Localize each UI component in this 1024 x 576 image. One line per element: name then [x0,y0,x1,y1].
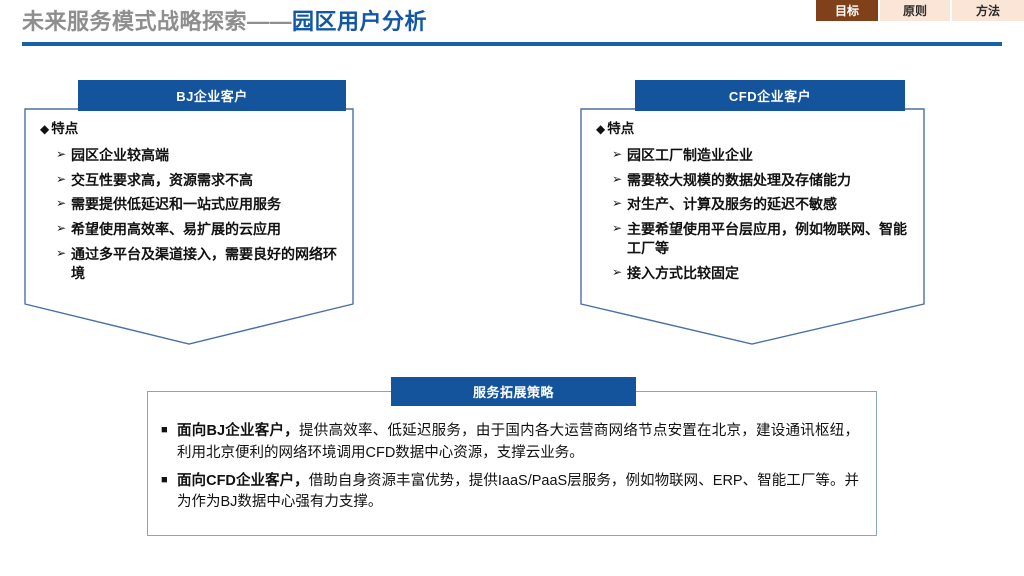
tab-goal[interactable]: 目标 [816,0,880,21]
list-item-lead: 面向CFD企业客户， [177,472,309,489]
list-item-body: 借助自身资源丰富优势，提供IaaS/PaaS层服务，例如物联网、ERP、智能工厂… [177,472,859,511]
panel-cfd-section-head: ◆特点 [596,121,915,137]
panel-cfd-banner: CFD企业客户 [635,80,905,111]
panel-cfd-customer: CFD企业客户 ◆特点 ➢ 园区工厂制造业企业 ➢ 需要较大规模的数据处理及存储能力… [580,80,925,345]
list-item-label: 接入方式比较固定 [627,264,739,281]
list-item-label: 园区企业较高端 [71,146,169,163]
list-item: ➢ 通过多平台及渠道接入，需要良好的网络环境 [56,245,344,283]
strategy-banner: 服务拓展策略 [391,377,636,406]
panel-cfd-content: ◆特点 ➢ 园区工厂制造业企业 ➢ 需要较大规模的数据处理及存储能力 ➢ 对生产、计算… [580,108,925,288]
panel-bj-customer: BJ企业客户 ◆特点 ➢ 园区企业较高端 ➢ 交互性要求高，资源需求不高 ➢ 需要提供… [24,80,354,345]
strategy-section: 服务拓展策略 ■ 面向BJ企业客户，提供高效率、低延迟服务，由于国内各大运营商网络… [147,377,877,537]
tab-principle[interactable]: 原则 [880,0,952,21]
list-item-label: 对生产、计算及服务的延迟不敏感 [627,196,837,213]
list-item-label: 通过多平台及渠道接入，需要良好的网络环境 [71,245,337,281]
list-item-lead: 面向BJ企业客户， [177,423,299,439]
square-bullet-icon: ■ [161,424,168,436]
list-item: ➢ 对生产、计算及服务的延迟不敏感 [612,195,915,214]
tab-method[interactable]: 方法 [952,0,1024,21]
diamond-icon: ◆ [40,122,50,136]
strategy-bullet-list: ■ 面向BJ企业客户，提供高效率、低延迟服务，由于国内各大运营商网络节点安置在北京… [147,421,877,520]
title-divider-rule [22,42,1002,46]
panel-bj-bullet-list: ➢ 园区企业较高端 ➢ 交互性要求高，资源需求不高 ➢ 需要提供低延迟和一站式应用服务… [40,146,344,283]
page-title-highlight: 园区用户分析 [292,9,428,34]
panel-cfd-bullet-list: ➢ 园区工厂制造业企业 ➢ 需要较大规模的数据处理及存储能力 ➢ 对生产、计算及服务的… [596,146,915,283]
list-item: ➢ 需要较大规模的数据处理及存储能力 [612,171,915,190]
arrow-bullet-icon: ➢ [56,221,67,236]
arrow-bullet-icon: ➢ [56,245,67,260]
list-item: ➢ 主要希望使用平台层应用，例如物联网、智能工厂等 [612,220,915,258]
panel-bj-section-head-label: 特点 [51,121,79,136]
list-item-body: 提供高效率、低延迟服务，由于国内各大运营商网络节点安置在北京，建设通讯枢纽，利用… [177,423,859,461]
panel-bj-content: ◆特点 ➢ 园区企业较高端 ➢ 交互性要求高，资源需求不高 ➢ 需要提供低延迟和一站式… [24,108,354,288]
list-item: ➢ 园区企业较高端 [56,146,344,165]
list-item: ■ 面向CFD企业客户，借助自身资源丰富优势，提供IaaS/PaaS层服务，例如物… [161,471,859,515]
arrow-bullet-icon: ➢ [612,196,623,211]
arrow-bullet-icon: ➢ [612,264,623,279]
page-title-prefix: 未来服务模式战略探索—— [22,9,293,34]
square-bullet-icon: ■ [161,473,168,486]
arrow-bullet-icon: ➢ [56,171,67,186]
list-item-label: 主要希望使用平台层应用，例如物联网、智能工厂等 [627,221,907,256]
nav-tabs: 目标 原则 方法 [816,0,1024,21]
arrow-bullet-icon: ➢ [612,146,623,161]
page-title: 未来服务模式战略探索——园区用户分析 [22,4,427,36]
list-item-label: 园区工厂制造业企业 [627,146,753,163]
list-item: ➢ 园区工厂制造业企业 [612,146,915,165]
list-item: ➢ 交互性要求高，资源需求不高 [56,171,344,190]
list-item: ➢ 希望使用高效率、易扩展的云应用 [56,220,344,239]
panel-bj-section-head: ◆特点 [40,121,344,137]
list-item-label: 需要提供低延迟和一站式应用服务 [71,196,281,213]
panel-bj-banner: BJ企业客户 [78,80,346,111]
arrow-bullet-icon: ➢ [56,146,67,161]
diamond-icon: ◆ [596,122,606,136]
list-item-label: 需要较大规模的数据处理及存储能力 [627,171,851,188]
strategy-box-outline [147,391,877,536]
list-item: ➢ 接入方式比较固定 [612,264,915,283]
list-item-label: 交互性要求高，资源需求不高 [71,171,253,188]
list-item: ➢ 需要提供低延迟和一站式应用服务 [56,195,344,214]
arrow-bullet-icon: ➢ [56,196,67,211]
list-item-label: 希望使用高效率、易扩展的云应用 [71,221,281,238]
arrow-bullet-icon: ➢ [612,171,623,186]
list-item: ■ 面向BJ企业客户，提供高效率、低延迟服务，由于国内各大运营商网络节点安置在北京… [161,421,859,465]
arrow-bullet-icon: ➢ [612,221,623,236]
panel-cfd-section-head-label: 特点 [607,121,635,136]
